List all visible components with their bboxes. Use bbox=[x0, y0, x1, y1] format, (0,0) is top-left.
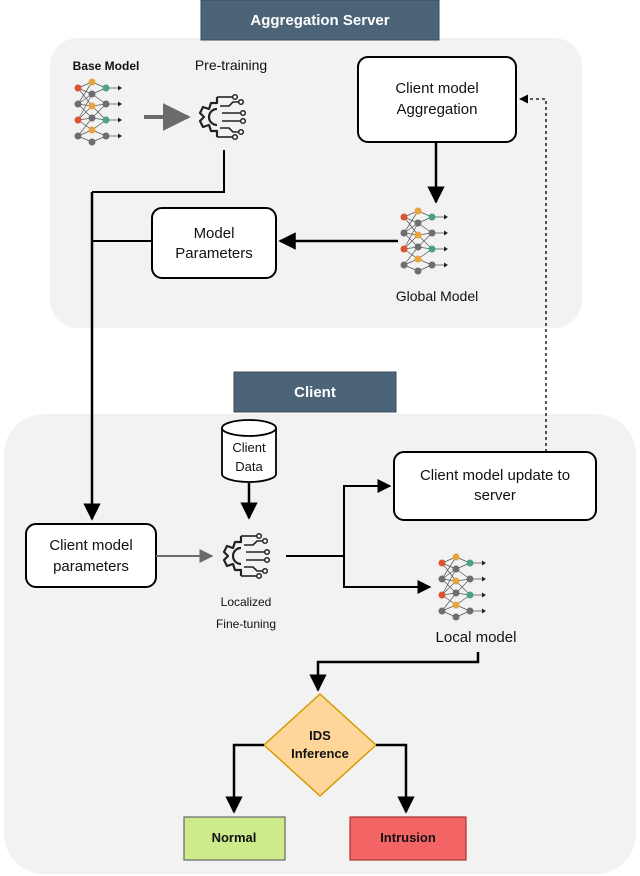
client-panel bbox=[4, 414, 636, 874]
arrow-finetuning-to-local bbox=[343, 556, 432, 594]
client-data-cylinder-icon bbox=[221, 419, 277, 483]
finetuning-line2: Fine-tuning bbox=[216, 617, 276, 631]
ids-line1: IDS bbox=[309, 728, 331, 743]
ids-line2: Inference bbox=[291, 746, 349, 761]
arrow-ids-to-intrusion bbox=[376, 743, 415, 814]
aggregation-line1: Client model bbox=[395, 80, 478, 97]
finetuning-line1: Localized bbox=[221, 595, 272, 609]
client-update-line2: server bbox=[474, 487, 516, 504]
ids-inference-diamond bbox=[262, 692, 378, 798]
aggregation-box bbox=[357, 56, 517, 143]
server-title-bar bbox=[200, 0, 440, 41]
client-update-box bbox=[393, 451, 597, 521]
client-parameters-box bbox=[25, 523, 157, 588]
intrusion-label: Intrusion bbox=[380, 830, 436, 845]
client-parameters-line1: Client model bbox=[49, 537, 132, 554]
pretraining-label: Pre-training bbox=[195, 57, 267, 73]
client-update-line1: Client model update to bbox=[420, 467, 570, 484]
server-title: Aggregation Server bbox=[250, 12, 389, 29]
local-model-label: Local model bbox=[436, 629, 517, 646]
normal-box bbox=[183, 816, 286, 861]
client-title: Client bbox=[294, 384, 336, 401]
arrow-ids-to-normal bbox=[225, 743, 264, 814]
client-title-bar bbox=[233, 371, 397, 413]
model-parameters-box bbox=[151, 207, 277, 279]
model-parameters-line2: Parameters bbox=[175, 245, 253, 262]
arrow-finetuning-to-update bbox=[343, 479, 392, 556]
global-model-label: Global Model bbox=[396, 288, 479, 304]
line-pretraining-down bbox=[92, 150, 225, 193]
arrow-local-to-ids bbox=[309, 652, 480, 692]
aggregation-line2: Aggregation bbox=[397, 101, 478, 118]
client-data-line2: Data bbox=[235, 459, 263, 474]
client-parameters-line2: parameters bbox=[53, 558, 129, 575]
normal-label: Normal bbox=[212, 830, 257, 845]
base-model-label: Base Model bbox=[73, 59, 140, 73]
intrusion-box bbox=[349, 816, 467, 861]
model-parameters-line1: Model bbox=[194, 225, 235, 242]
client-data-line1: Client bbox=[232, 440, 266, 455]
